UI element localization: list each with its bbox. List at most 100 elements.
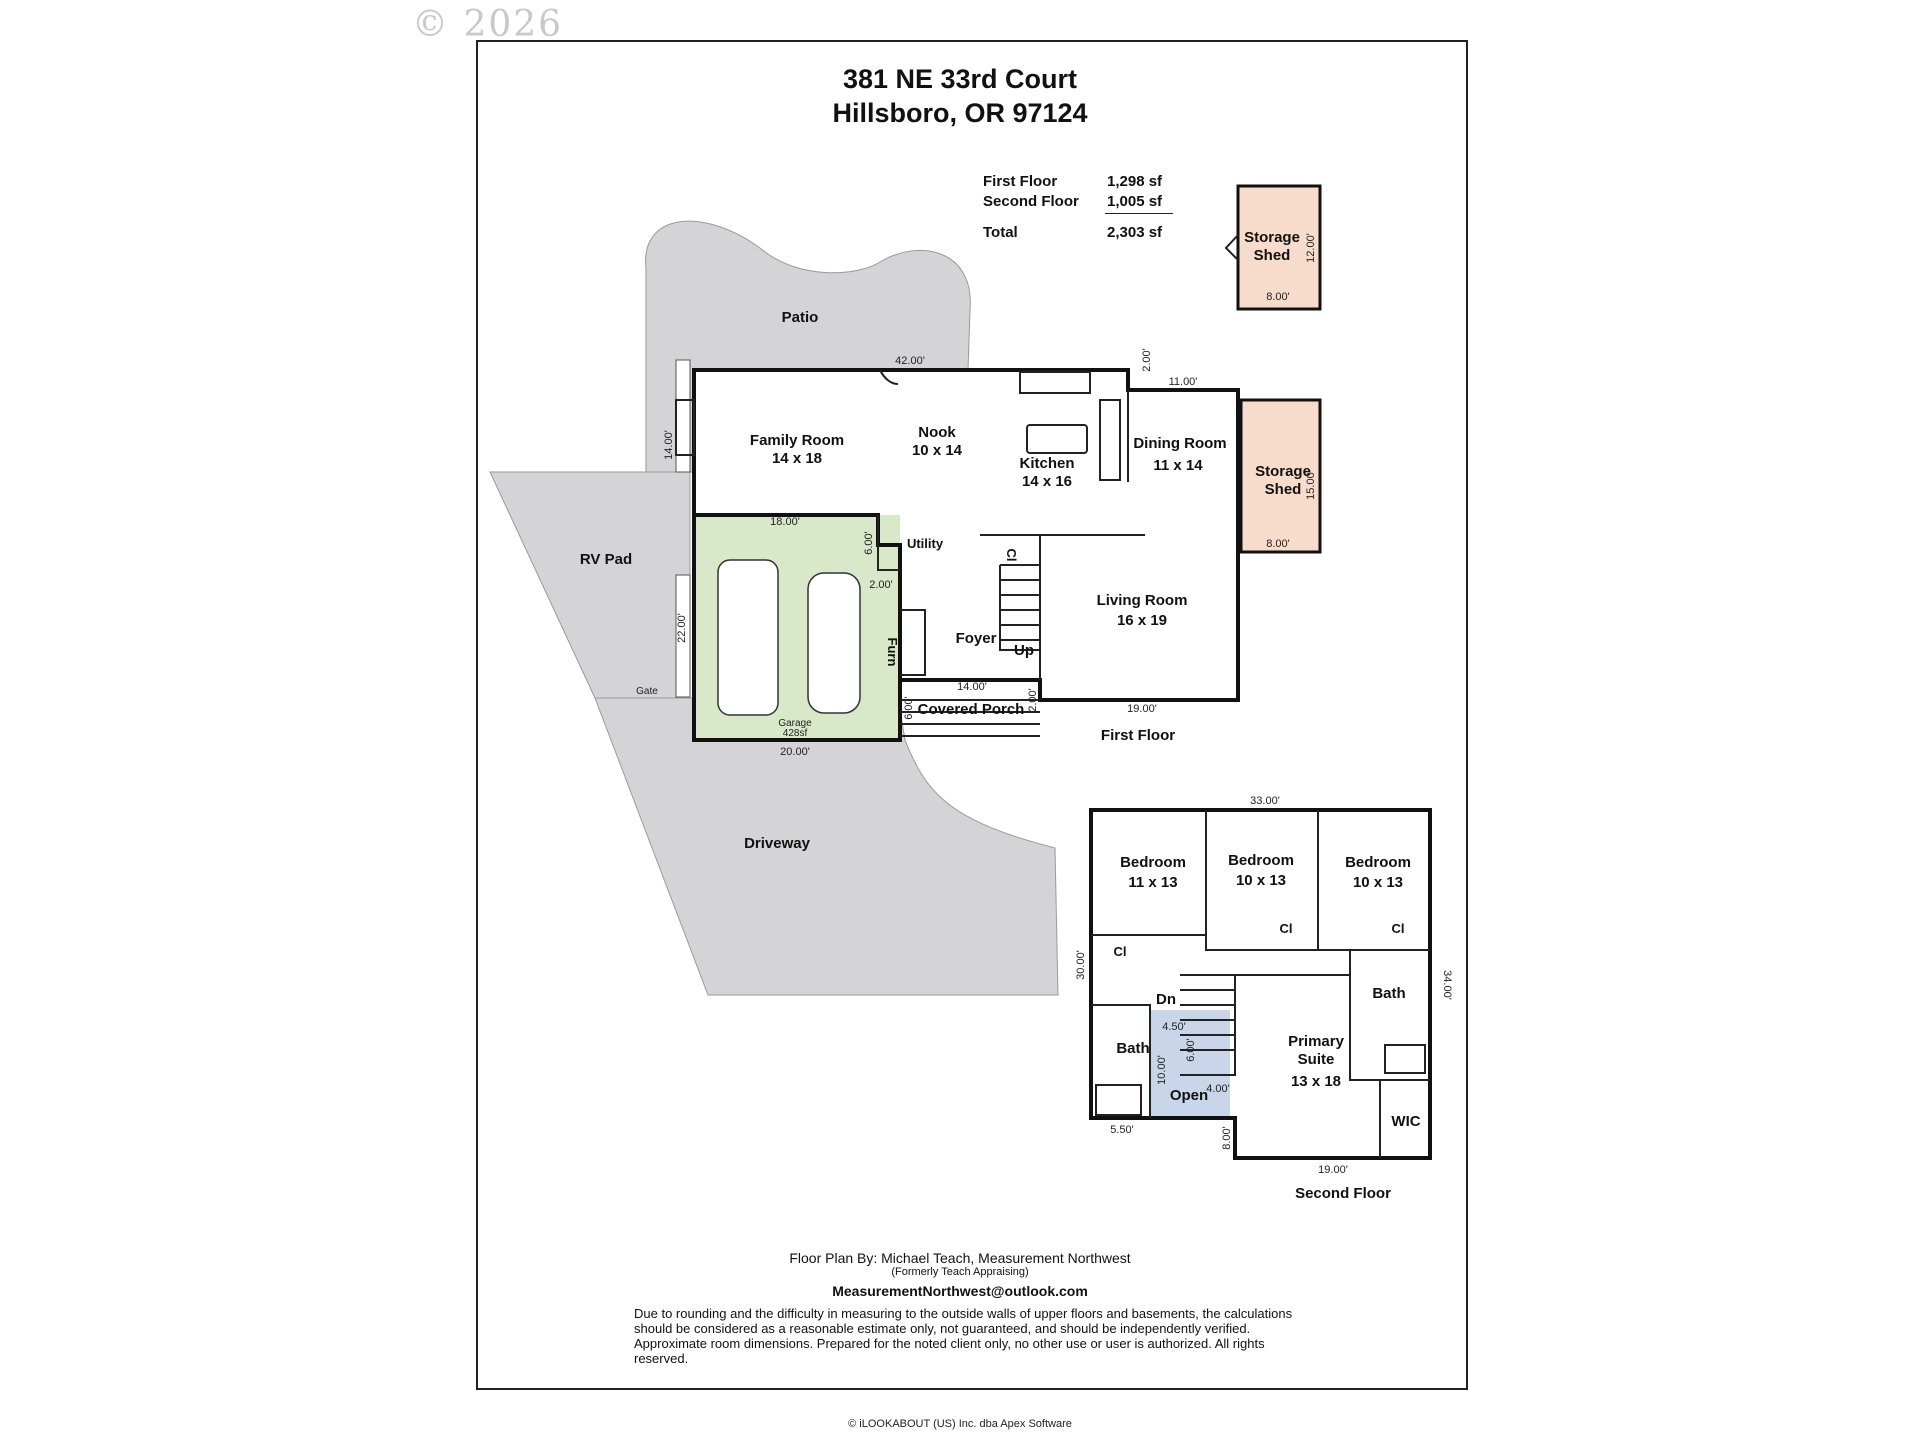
utility-label: Utility bbox=[907, 536, 944, 551]
porch-steps bbox=[900, 699, 1040, 737]
bath-left-walls bbox=[1091, 1004, 1151, 1118]
nook-label: Nook bbox=[918, 424, 956, 441]
patio-door bbox=[879, 369, 899, 385]
dim-shed-side-w: 8.00' bbox=[1266, 538, 1290, 550]
garage-label: Garage bbox=[778, 718, 812, 729]
kitchen-size: 14 x 16 bbox=[1022, 473, 1072, 490]
first-floor-caption: First Floor bbox=[1101, 727, 1175, 744]
address-line-1: 381 NE 33rd Court bbox=[842, 64, 1078, 94]
second-floor-area-value: 1,005 sf bbox=[1107, 193, 1163, 210]
dim-shed-top-w: 8.00' bbox=[1266, 291, 1290, 303]
dim2-bottom: 19.00' bbox=[1318, 1164, 1348, 1176]
bedroom-3-label: Bedroom bbox=[1345, 854, 1411, 871]
dim2-600: 6.00' bbox=[1185, 1038, 1197, 1062]
total-area-value: 2,303 sf bbox=[1107, 224, 1163, 241]
dim-garage-side: 22.00' bbox=[676, 613, 688, 643]
storage-shed-top-fill bbox=[1236, 184, 1322, 311]
bath-left-label: Bath bbox=[1116, 1040, 1149, 1057]
cl-bedroom-3: Cl bbox=[1392, 921, 1405, 936]
foyer-label: Foyer bbox=[956, 630, 997, 647]
dim-dining-top: 11.00' bbox=[1169, 376, 1198, 388]
driveway-shape bbox=[594, 697, 1059, 996]
dim-shed-side-h: 15.00' bbox=[1305, 470, 1317, 500]
dim2-800: 8.00' bbox=[1221, 1126, 1233, 1150]
second-floor-walls bbox=[1089, 808, 1432, 1160]
dim2-450: 4.50' bbox=[1162, 1021, 1186, 1033]
disclaimer: Due to rounding and the difficulty in me… bbox=[634, 1306, 1293, 1366]
half-bath bbox=[900, 609, 926, 676]
dim2-right: 34.00' bbox=[1441, 970, 1453, 1000]
dim-shed-top-h: 12.00' bbox=[1305, 233, 1317, 263]
second-floor-caption: Second Floor bbox=[1295, 1185, 1391, 1202]
shower bbox=[1384, 1044, 1426, 1074]
dim-utility-6: 6.00' bbox=[863, 531, 875, 555]
first-floor-closet-label: Cl bbox=[1004, 549, 1019, 562]
credit-line: Floor Plan By: Michael Teach, Measuremen… bbox=[789, 1250, 1131, 1266]
car-right bbox=[807, 572, 861, 714]
kitchen-island bbox=[1026, 424, 1088, 454]
dim-porch-2: 2.00' bbox=[1027, 688, 1039, 712]
kitchen-label: Kitchen bbox=[1019, 455, 1074, 472]
dim-garage-top: 18.00' bbox=[770, 516, 800, 528]
sum-rule bbox=[1105, 213, 1173, 214]
living-room-size: 16 x 19 bbox=[1117, 612, 1167, 629]
dim-family-side: 14.00' bbox=[663, 430, 675, 460]
kitchen-side-counter bbox=[1099, 399, 1121, 481]
fence-post-gate bbox=[675, 574, 691, 698]
cl-bedroom-1: Cl bbox=[1114, 944, 1127, 959]
dim-side-2: 2.00' bbox=[1141, 348, 1153, 372]
nook-size: 10 x 14 bbox=[912, 442, 963, 459]
second-floor-area-label: Second Floor bbox=[983, 193, 1079, 210]
furn-label: Furn bbox=[885, 638, 900, 667]
first-floor bbox=[675, 184, 1322, 742]
first-floor-area-value: 1,298 sf bbox=[1107, 173, 1163, 190]
total-area-label: Total bbox=[983, 224, 1018, 241]
bedroom-2-label: Bedroom bbox=[1228, 852, 1294, 869]
gate-label: Gate bbox=[636, 686, 658, 697]
family-room-label: Family Room bbox=[750, 432, 844, 449]
stair-steps-2 bbox=[1180, 989, 1235, 1051]
bedroom-row-wall bbox=[1091, 934, 1430, 951]
dim-porch-6: 6.00' bbox=[903, 696, 915, 720]
second-floor bbox=[1089, 808, 1432, 1160]
bath-right-label: Bath bbox=[1372, 985, 1405, 1002]
family-room-size: 14 x 18 bbox=[772, 450, 822, 467]
dim2-top: 33.00' bbox=[1250, 795, 1280, 807]
car-left bbox=[717, 559, 779, 716]
primary-wall bbox=[1235, 974, 1430, 1081]
storage-door-top bbox=[1224, 234, 1239, 261]
bedroom-1-label: Bedroom bbox=[1120, 854, 1186, 871]
living-room-label: Living Room bbox=[1097, 592, 1188, 609]
dining-room-size: 11 x 14 bbox=[1153, 457, 1203, 474]
covered-porch-label: Covered Porch bbox=[918, 701, 1025, 718]
dim-garage-bottom: 20.00' bbox=[780, 746, 810, 758]
stairs-outline bbox=[999, 565, 1040, 651]
dim2-left: 30.00' bbox=[1075, 950, 1087, 980]
dim-foyer-14: 14.00' bbox=[957, 681, 987, 693]
primary-suite-size: 13 x 18 bbox=[1291, 1073, 1341, 1090]
bedroom-2-size: 10 x 13 bbox=[1236, 872, 1286, 889]
cl-bedroom-2: Cl bbox=[1280, 921, 1293, 936]
patio-shape bbox=[645, 220, 971, 473]
stair-steps bbox=[1000, 579, 1040, 641]
storage-shed-side-fill bbox=[1239, 398, 1322, 554]
dim2-550: 5.50' bbox=[1110, 1124, 1134, 1136]
fireplace bbox=[675, 399, 695, 456]
plan-frame bbox=[476, 40, 1468, 1390]
driveway-label: Driveway bbox=[744, 835, 811, 852]
up-label: Up bbox=[1014, 642, 1034, 659]
open-area-fill bbox=[1150, 1010, 1230, 1120]
watermark: © 2026 bbox=[412, 4, 564, 45]
copyright: © iLOOKABOUT (US) Inc. dba Apex Software bbox=[848, 1418, 1072, 1430]
dim2-1000: 10.00' bbox=[1156, 1055, 1168, 1085]
dining-room-label: Dining Room bbox=[1133, 435, 1226, 452]
dim-top: 42.00' bbox=[895, 355, 925, 367]
tub bbox=[1095, 1084, 1142, 1116]
rv-pad-shape bbox=[489, 471, 691, 699]
utility-walls bbox=[877, 515, 900, 571]
first-floor-area-label: First Floor bbox=[983, 173, 1058, 190]
